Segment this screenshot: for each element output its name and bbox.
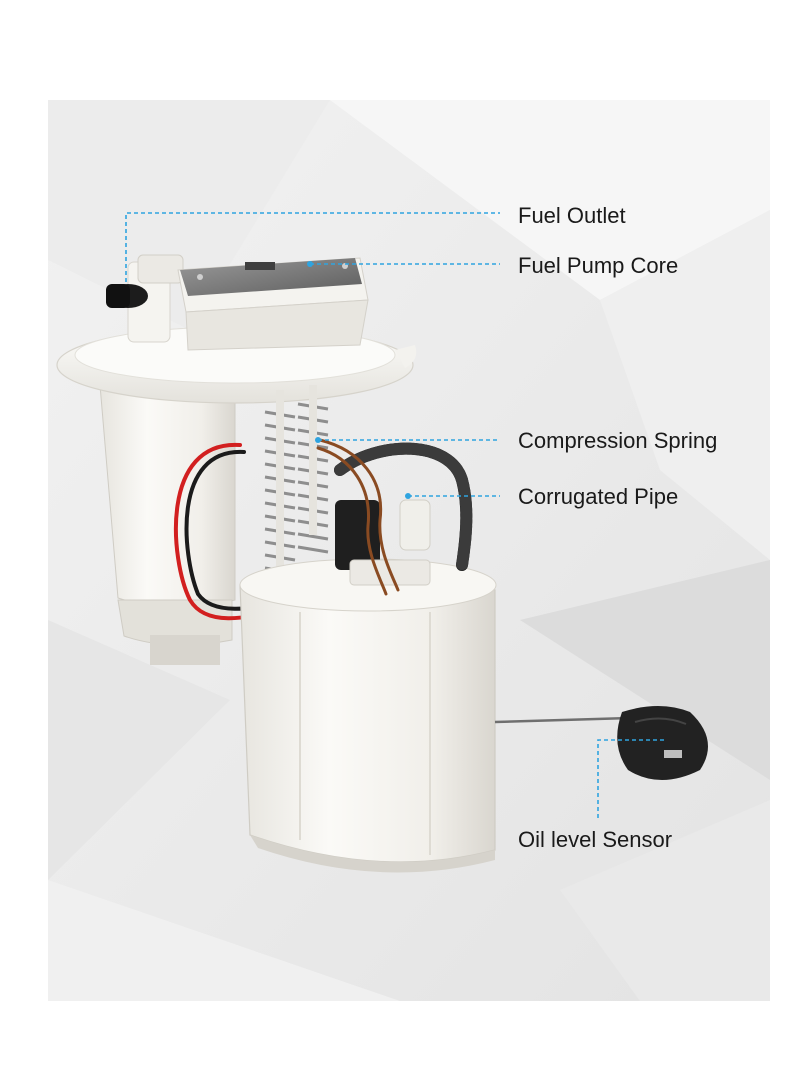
background-panel	[48, 100, 770, 1001]
label-fuel-pump-core: Fuel Pump Core	[518, 253, 679, 278]
label-fuel-outlet: Fuel Outlet	[518, 203, 626, 228]
fuel-pump-assembly	[56, 254, 708, 873]
label-corrugated-pipe: Corrugated Pipe	[518, 484, 679, 509]
label-compression-spring: Compression Spring	[518, 428, 718, 453]
leader-lines	[125, 212, 665, 818]
brown-wires	[316, 438, 400, 596]
float-sensor	[617, 706, 708, 780]
leader-dots	[307, 261, 411, 499]
leader-line-oil-level-sensor	[597, 739, 665, 818]
label-oil-level-sensor: Oil level Sensor	[518, 827, 673, 852]
leader-line-fuel-outlet	[125, 212, 500, 282]
corrugated-pipe-shape	[334, 442, 473, 571]
